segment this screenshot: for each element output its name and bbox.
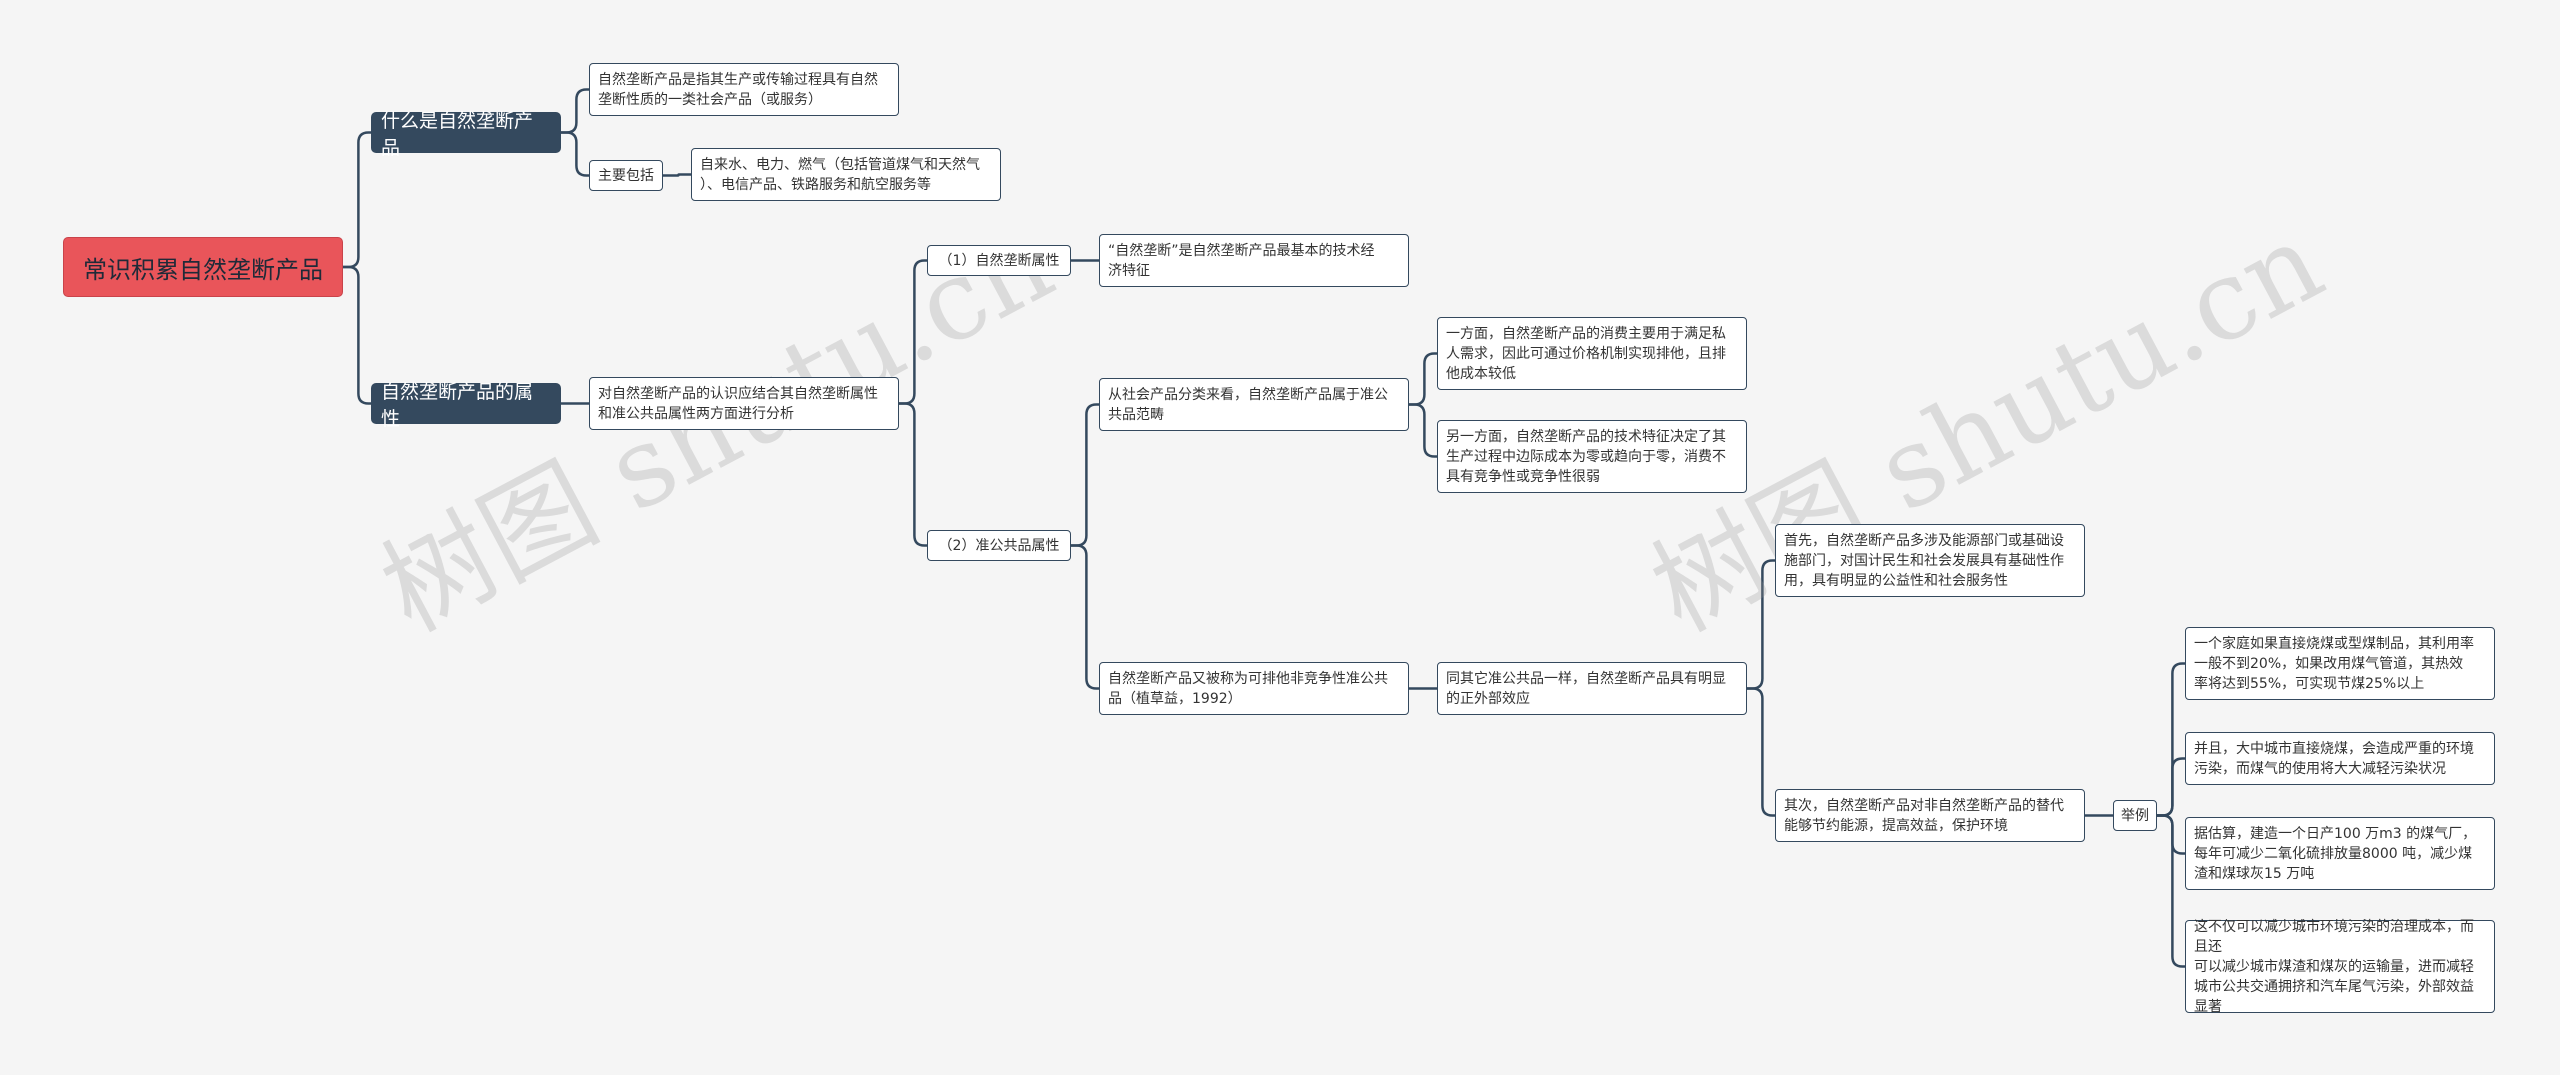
- connector-x4: [2157, 814, 2185, 968]
- node-example-cost[interactable]: 这不仅可以减少城市环境污染的治理成本，而且还 可以减少城市煤渣和煤灰的运输量，进…: [2185, 919, 2495, 1015]
- root-node[interactable]: 常识积累自然垄断产品: [63, 237, 343, 297]
- connector-x1: [2157, 662, 2185, 817]
- connector-a2_social: [1071, 403, 1099, 547]
- node-example-estimate[interactable]: 据估算，建造一个日产100 万m3 的煤气厂， 每年可减少二氧化硫排放量8000…: [2185, 817, 2495, 890]
- node-natural-monopoly-attr[interactable]: （1）自然垄断属性: [927, 245, 1071, 276]
- connector-a2_nonrival: [1071, 544, 1099, 690]
- node-one-hand[interactable]: 一方面，自然垄断产品的消费主要用于满足私 人需求，因此可通过价格机制实现排他，且…: [1437, 317, 1747, 390]
- branch-what-is[interactable]: 什么是自然垄断产品: [371, 110, 561, 159]
- node-excludable-nonrival[interactable]: 自然垄断产品又被称为可排他非竞争性准公共 品（植草益，1992）: [1099, 662, 1409, 715]
- connector-main_incl: [561, 131, 589, 177]
- node-first[interactable]: 首先，自然垄断产品多涉及能源部门或基础设 施部门，对国计民生和社会发展具有基础性…: [1775, 524, 2085, 597]
- connector-what_def: [561, 88, 589, 134]
- node-definition[interactable]: 自然垄断产品是指其生产或传输过程具有自然 垄断性质的一类社会产品（或服务）: [589, 63, 899, 116]
- node-social-classification[interactable]: 从社会产品分类来看，自然垄断产品属于准公 共品范畴: [1099, 378, 1409, 431]
- branch-attributes[interactable]: 自然垄断产品的属性: [371, 381, 561, 430]
- node-positive-externality[interactable]: 同其它准公共品一样，自然垄断产品具有明显 的正外部效应: [1437, 662, 1747, 715]
- node-other-hand[interactable]: 另一方面，自然垄断产品的技术特征决定了其 生产过程中边际成本为零或趋向于零，消费…: [1437, 420, 1747, 493]
- node-second[interactable]: 其次，自然垄断产品对非自然垄断产品的替代 能够节约能源，提高效益，保护环境: [1775, 789, 2085, 842]
- connector-a2: [899, 402, 927, 547]
- node-example[interactable]: 举例: [2113, 800, 2157, 831]
- node-main-list[interactable]: 自来水、电力、燃气（包括管道煤气和天然气 ）、电信产品、铁路服务和航空服务等: [691, 148, 1001, 201]
- connector-attr: [343, 265, 371, 405]
- connector-x2: [2157, 757, 2185, 817]
- connector-a1: [899, 259, 927, 405]
- node-example-pollution[interactable]: 并且，大中城市直接烧煤，会造成严重的环境 污染，而煤气的使用将大大减轻污染状况: [2185, 732, 2495, 785]
- node-natural-monopoly-desc[interactable]: “自然垄断”是自然垄断产品最基本的技术经 济特征: [1099, 234, 1409, 287]
- connector-s2: [1409, 403, 1437, 458]
- connector-e2: [1747, 687, 1775, 817]
- node-example-household[interactable]: 一个家庭如果直接烧煤或型煤制品，其利用率 一般不到20%，如果改用煤气管道，其热…: [2185, 627, 2495, 700]
- connector-main_list: [663, 173, 691, 177]
- connector-e1: [1747, 559, 1775, 690]
- connector-s1: [1409, 352, 1437, 406]
- node-quasi-public-attr[interactable]: （2）准公共品属性: [927, 530, 1071, 561]
- node-main-includes[interactable]: 主要包括: [589, 160, 663, 191]
- node-attributes-desc[interactable]: 对自然垄断产品的认识应结合其自然垄断属性 和准公共品属性两方面进行分析: [589, 377, 899, 430]
- connector-what: [343, 131, 371, 269]
